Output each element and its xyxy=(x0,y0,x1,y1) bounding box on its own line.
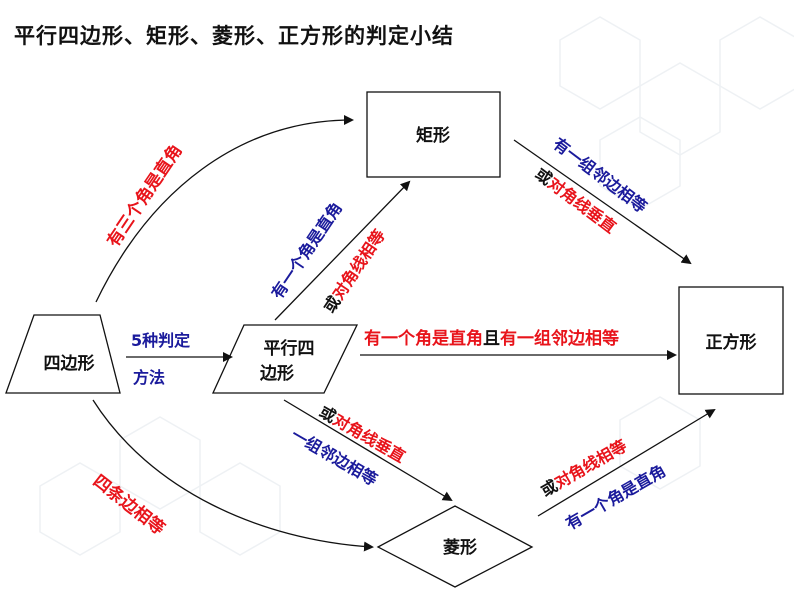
para-to-square-right-angle: 有一个角是直角 xyxy=(364,328,483,349)
para-to-rect-label-b: 或对角线相等 xyxy=(320,226,389,316)
rhombus-label: 菱形 xyxy=(443,537,477,558)
parallelogram-label-line1: 平行四 xyxy=(264,338,315,359)
rectangle-shape xyxy=(366,91,501,178)
square-label: 正方形 xyxy=(706,332,757,353)
arrow-rect-to-square xyxy=(513,139,692,265)
parallelogram-shape xyxy=(211,324,359,394)
para-to-square-adjacent-sides: 有一组邻边相等 xyxy=(500,328,619,349)
rectangle-label: 矩形 xyxy=(416,125,450,146)
quadrilateral-shape xyxy=(5,314,121,394)
page-title: 平行四边形、矩形、菱形、正方形的判定小结 xyxy=(14,24,454,48)
square-shape xyxy=(678,286,784,395)
quadrilateral-label: 四边形 xyxy=(44,353,95,374)
para-to-rect-diagonals: 对角线相等 xyxy=(329,226,389,303)
arrow-quad-to-rhombus xyxy=(92,399,374,552)
arrow-para-to-rect xyxy=(274,180,411,321)
rhombus-shape xyxy=(376,505,534,588)
parallelogram-label-line2: 边形 xyxy=(259,363,294,384)
arrow-quad-to-rect xyxy=(95,115,354,303)
quad-to-para-label-line2: 方法 xyxy=(133,368,165,387)
quad-to-para-label-line1: 5种判定 xyxy=(131,331,190,350)
arrow-para-to-rhombus xyxy=(283,399,453,502)
arrow-rhombus-to-square xyxy=(537,408,716,517)
para-to-square-label: 有一个角是直角且有一组邻边相等 xyxy=(364,328,619,349)
para-to-square-and: 且 xyxy=(483,329,500,349)
quad-to-rect-label: 有三个角是直角 xyxy=(103,140,187,250)
quad-to-rhombus-label: 四条边相等 xyxy=(89,470,169,539)
